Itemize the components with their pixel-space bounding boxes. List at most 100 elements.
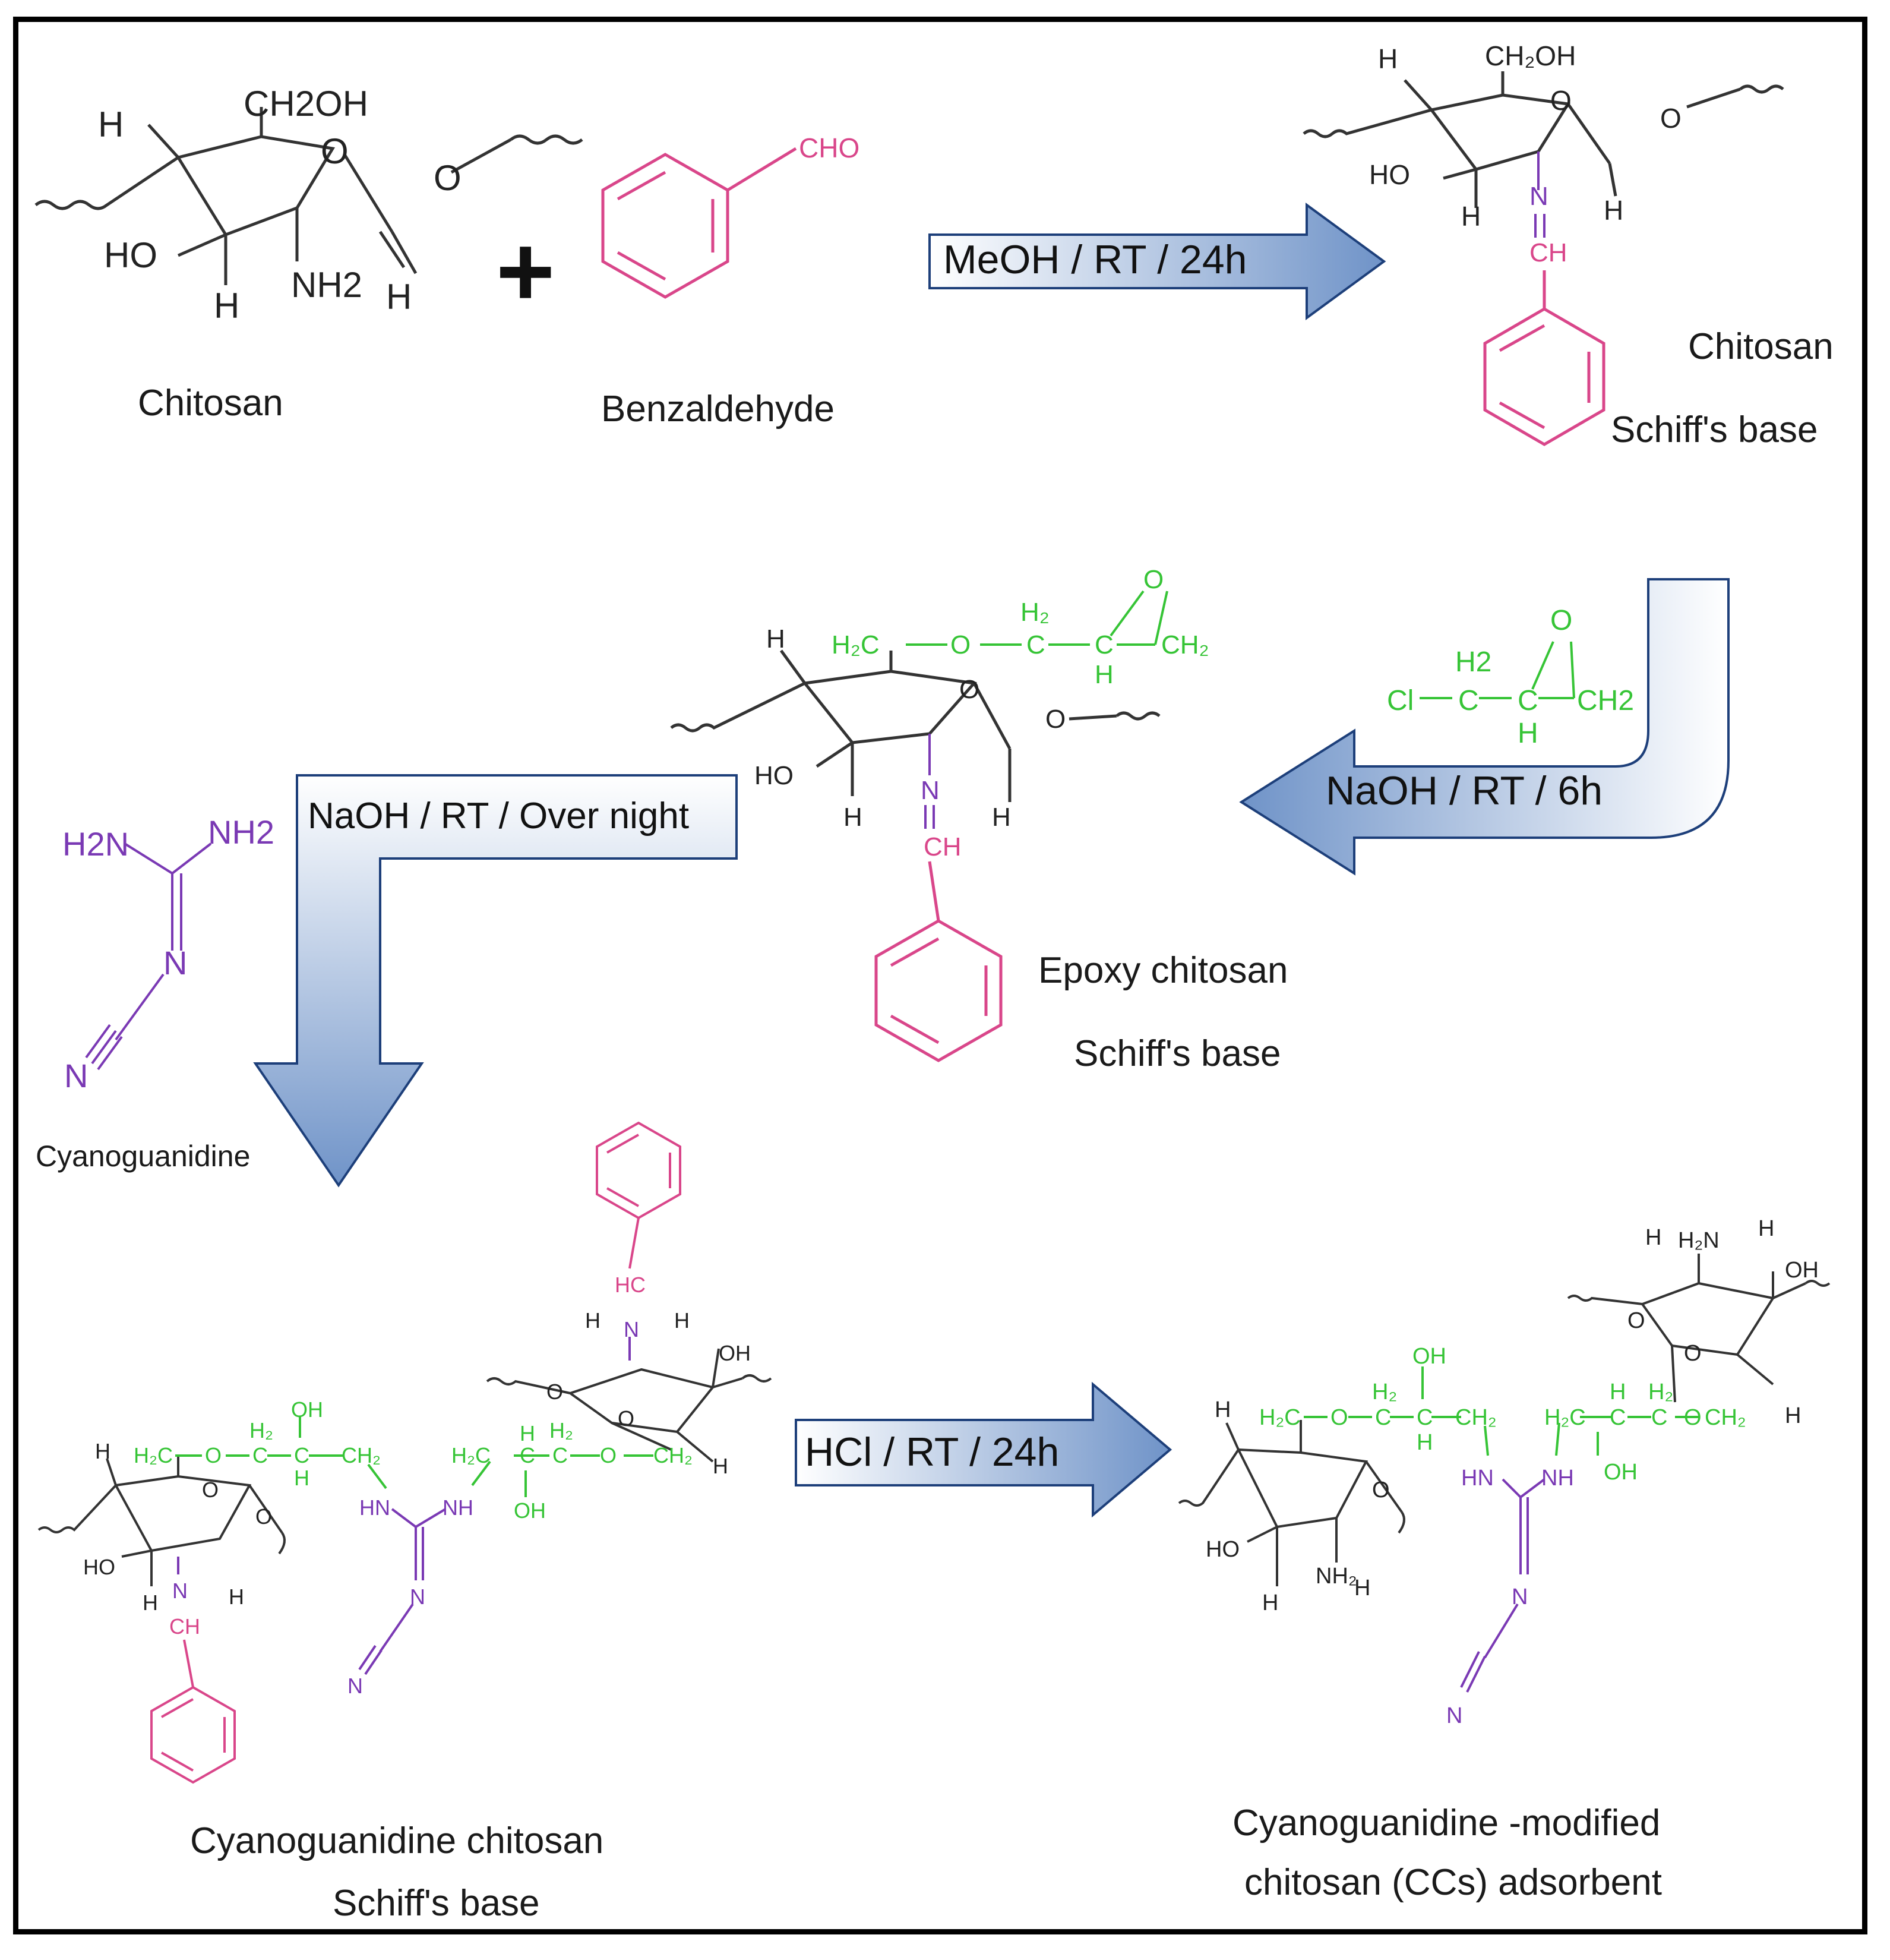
cg-schiff-black-atoms: H HO H H O O H H OH O O H — [83, 1308, 751, 1615]
svg-text:C: C — [1026, 630, 1045, 659]
svg-text:HN: HN — [359, 1495, 390, 1520]
svg-text:O: O — [600, 1443, 617, 1467]
svg-text:HO: HO — [1369, 159, 1410, 190]
chitosan-schiff-atoms: CH₂OH O O H HO H H — [1369, 40, 1682, 232]
svg-text:H: H — [95, 1439, 110, 1463]
chitosan-schiff-structure — [1303, 71, 1784, 208]
ccs-black-atoms: H HO H NH₂ H O H H₂N H OH O O H — [1206, 1216, 1819, 1615]
svg-text:H: H — [992, 803, 1011, 832]
arrow-step3 — [253, 774, 738, 1188]
svg-text:N: N — [163, 944, 187, 981]
svg-text:N: N — [1446, 1703, 1462, 1728]
svg-text:HN: HN — [1461, 1466, 1494, 1491]
svg-text:H: H — [1604, 195, 1623, 226]
benzaldehyde-caption: Benzaldehyde — [601, 389, 835, 430]
svg-text:H₂: H₂ — [1020, 598, 1050, 627]
svg-text:H: H — [585, 1308, 600, 1333]
svg-text:H: H — [1215, 1397, 1231, 1422]
epoxy-chitosan-caption-line1: Epoxy chitosan — [1038, 950, 1288, 991]
svg-text:NH: NH — [1541, 1466, 1574, 1491]
svg-text:H2: H2 — [1455, 646, 1491, 678]
cg-schiff-structure — [37, 1348, 772, 1586]
svg-text:C: C — [1417, 1405, 1433, 1430]
svg-text:O: O — [321, 131, 349, 171]
epoxy-imine-n: N — [921, 776, 940, 805]
cyanoguanidine-caption: Cyanoguanidine — [36, 1140, 251, 1173]
chitosan-atoms: CH2OH O O H HO H NH2 H — [98, 84, 462, 326]
epoxy-chitosan-caption-line2: Schiff's base — [1074, 1033, 1281, 1074]
chitosan-caption: Chitosan — [138, 383, 283, 424]
svg-text:CH₂: CH₂ — [1455, 1405, 1497, 1430]
svg-text:H₂: H₂ — [549, 1418, 573, 1443]
svg-text:CH₂: CH₂ — [1705, 1405, 1746, 1430]
svg-text:H: H — [1610, 1380, 1626, 1404]
svg-text:H: H — [214, 286, 239, 326]
svg-text:OH: OH — [719, 1341, 751, 1365]
svg-text:H: H — [1645, 1225, 1661, 1250]
ccs-purple — [1460, 1478, 1545, 1693]
svg-text:C: C — [1375, 1405, 1391, 1430]
svg-text:CH: CH — [169, 1614, 200, 1639]
svg-text:H: H — [674, 1308, 690, 1333]
svg-text:NH: NH — [443, 1495, 473, 1520]
svg-text:H: H — [98, 105, 124, 144]
ccs-green-atoms: H₂C O C H₂ C OH H CH₂ H₂C C H OH C H₂ O … — [1259, 1344, 1746, 1485]
arrow-step1-label: MeOH / RT / 24h — [943, 237, 1247, 282]
svg-text:C: C — [520, 1443, 535, 1467]
svg-text:CH₂OH: CH₂OH — [1485, 40, 1576, 71]
epoxy-chitosan-structure — [670, 649, 1161, 802]
svg-text:H: H — [1518, 718, 1538, 749]
svg-text:NH2: NH2 — [291, 265, 362, 305]
svg-text:N: N — [624, 1317, 639, 1342]
svg-text:H: H — [713, 1454, 728, 1478]
svg-text:H: H — [1758, 1216, 1774, 1241]
svg-text:H: H — [766, 624, 785, 654]
svg-text:NH2: NH2 — [208, 813, 274, 851]
svg-text:H: H — [1417, 1430, 1433, 1455]
svg-text:O: O — [1627, 1308, 1645, 1333]
svg-text:H: H — [1262, 1590, 1278, 1615]
svg-text:H₂C: H₂C — [832, 630, 880, 659]
arrow-step4-label: HCl / RT / 24h — [805, 1429, 1060, 1475]
svg-text:O: O — [205, 1443, 222, 1467]
svg-text:H: H — [1378, 43, 1398, 74]
svg-text:C: C — [1610, 1405, 1626, 1430]
svg-text:C: C — [1458, 685, 1479, 717]
epoxy-linker — [906, 590, 1168, 646]
svg-text:C: C — [1518, 685, 1538, 717]
svg-text:CH2OH: CH2OH — [244, 84, 368, 124]
svg-text:O: O — [1143, 565, 1164, 594]
imine-n: N — [1529, 182, 1548, 211]
svg-text:Cl: Cl — [1387, 685, 1414, 717]
arrow-step4 — [795, 1381, 1172, 1518]
svg-text:C: C — [1651, 1405, 1667, 1430]
svg-text:HO: HO — [104, 235, 157, 275]
svg-text:C: C — [294, 1443, 309, 1467]
svg-text:N: N — [172, 1579, 188, 1603]
imine-ch: CH — [1529, 238, 1567, 267]
schiff-benzene — [1483, 270, 1605, 446]
svg-text:NH₂: NH₂ — [1316, 1564, 1357, 1589]
svg-text:O: O — [1550, 85, 1572, 116]
svg-text:H₂C: H₂C — [451, 1443, 491, 1467]
svg-text:OH: OH — [1604, 1460, 1638, 1485]
cg-schiff-caption-line2: Schiff's base — [333, 1883, 540, 1924]
cg-schiff-pink-atoms: HC CH — [169, 1273, 646, 1639]
cg-schiff-purple — [177, 1337, 631, 1675]
svg-text:OH: OH — [514, 1498, 546, 1523]
svg-text:HO: HO — [83, 1555, 115, 1579]
svg-text:H: H — [520, 1421, 535, 1445]
svg-text:O: O — [950, 630, 971, 659]
svg-text:O: O — [1684, 1341, 1702, 1366]
chitosan-schiff-caption-line1: Chitosan — [1688, 326, 1834, 367]
ccs-caption-line2: chitosan (CCs) adsorbent — [1244, 1862, 1662, 1903]
svg-text:H: H — [843, 803, 862, 832]
epoxy-linker-atoms: H₂C O C H₂ C H O CH₂ — [832, 565, 1209, 689]
epoxy-imine — [924, 734, 935, 829]
svg-text:H₂N: H₂N — [1678, 1228, 1720, 1253]
svg-text:O: O — [1660, 103, 1682, 134]
svg-text:H₂: H₂ — [1648, 1380, 1673, 1404]
svg-text:N: N — [1512, 1585, 1528, 1609]
svg-text:O: O — [202, 1478, 219, 1502]
svg-text:O: O — [434, 158, 462, 198]
